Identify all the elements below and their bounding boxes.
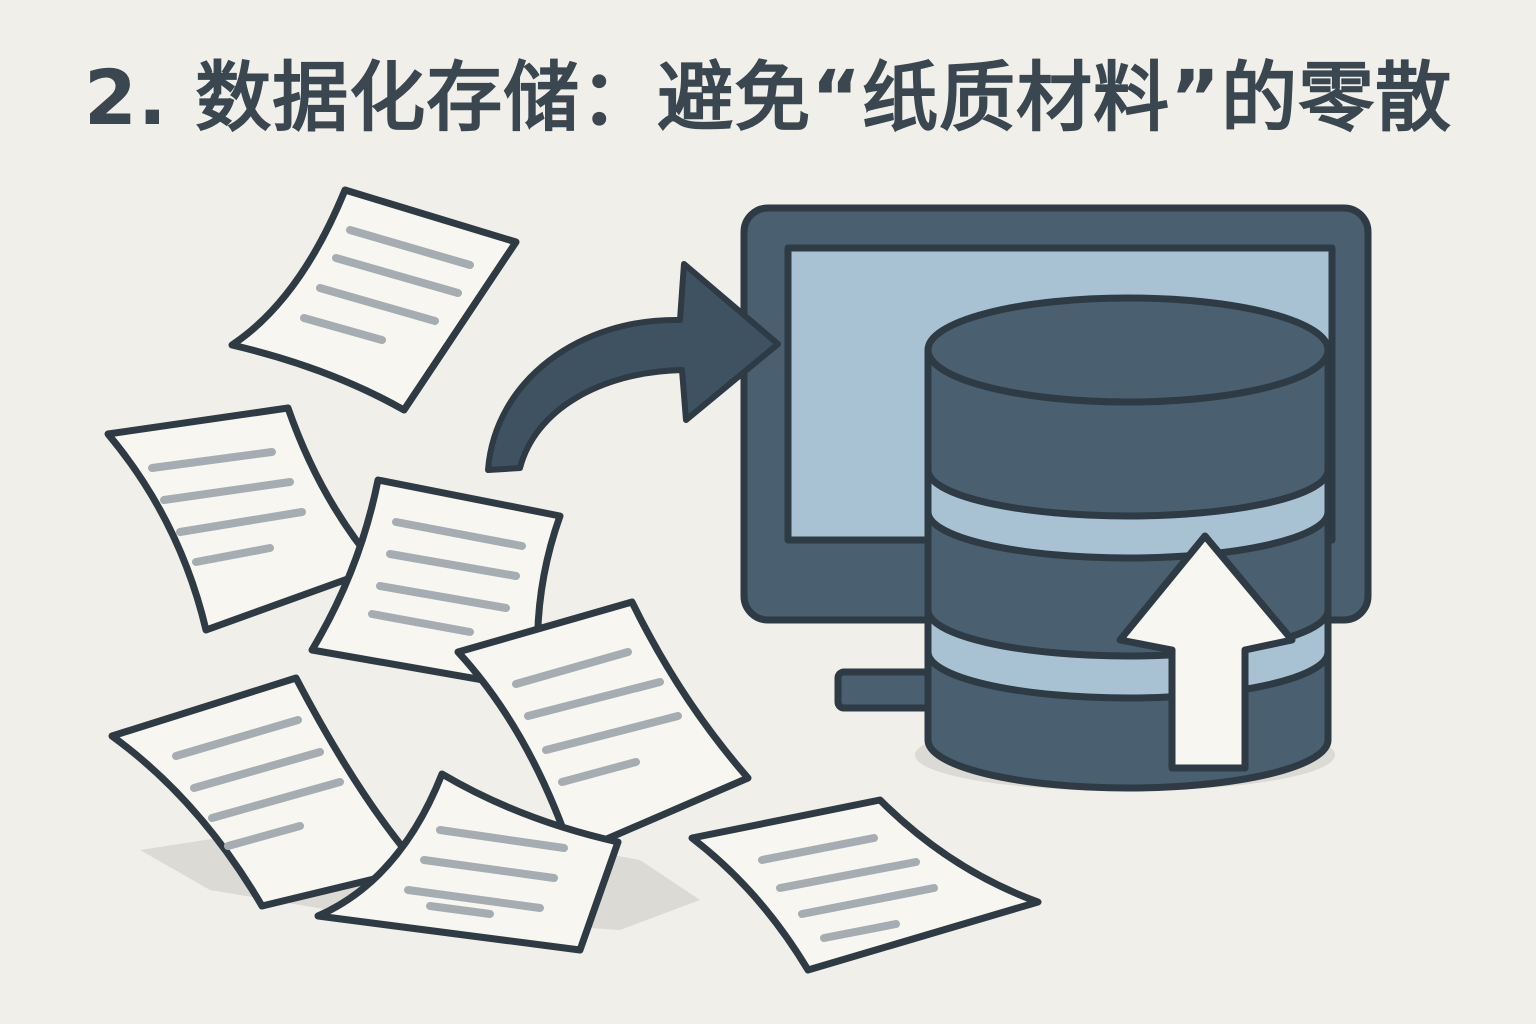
upload-arrow-icon bbox=[1116, 532, 1296, 772]
curved-arrow-icon bbox=[485, 261, 781, 473]
document-7 bbox=[688, 796, 1042, 974]
database-band-top bbox=[924, 466, 1332, 562]
document-4 bbox=[108, 674, 424, 910]
database-top bbox=[924, 294, 1332, 406]
document-5 bbox=[454, 598, 752, 858]
database-icon bbox=[924, 294, 1332, 792]
document-1 bbox=[228, 186, 520, 414]
database-body bbox=[924, 346, 1332, 792]
document-6 bbox=[314, 770, 622, 954]
scattered-documents-icon bbox=[104, 186, 1042, 974]
page-title: 2. 数据化存储：避免“纸质材料”的零散 bbox=[84, 53, 1453, 142]
document-2 bbox=[104, 404, 382, 634]
